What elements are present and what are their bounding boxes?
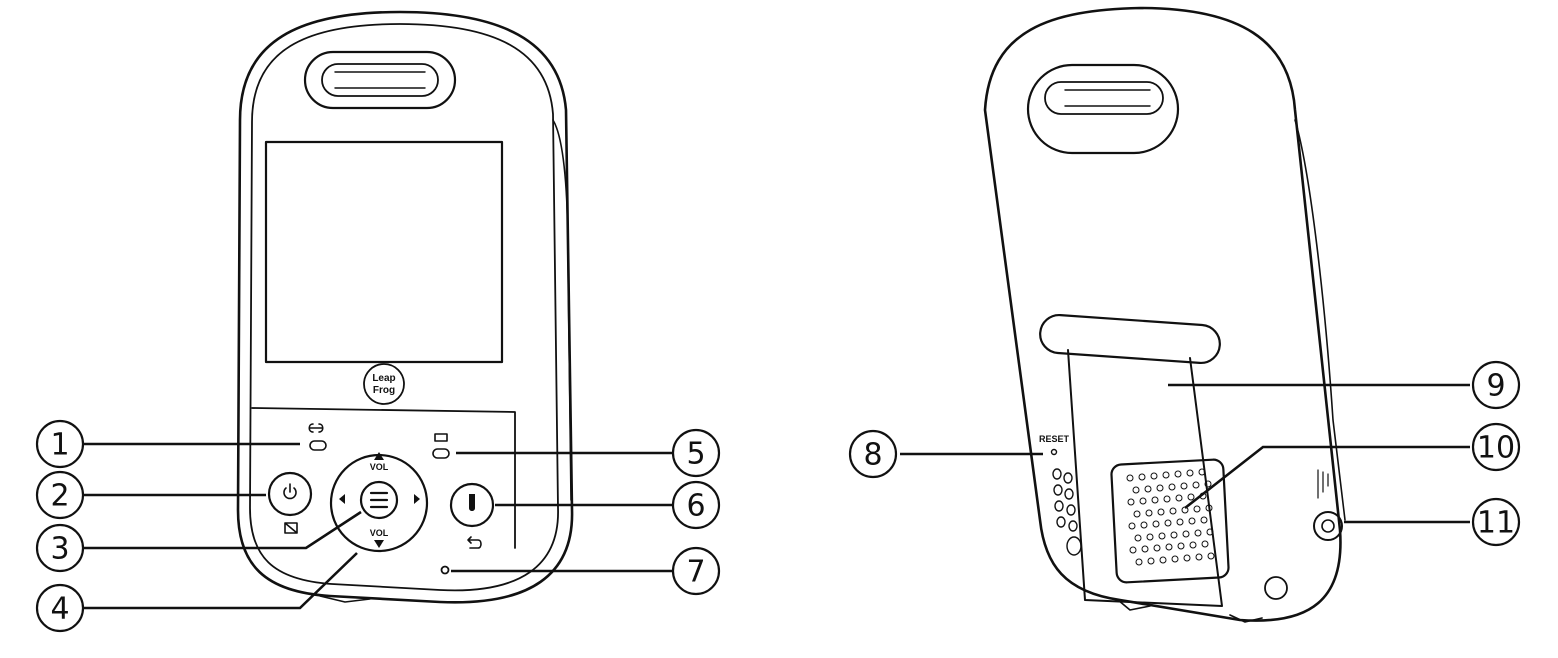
back-shell-edge [1294, 119, 1346, 521]
front-screen [264, 140, 504, 364]
callout-9-number: 9 [1486, 369, 1505, 404]
battery-led [432, 448, 450, 459]
callout-1-number: 1 [50, 428, 69, 463]
reset-button: RESET [1039, 434, 1070, 456]
callout-6: 6 [671, 480, 721, 530]
callouts: 1 2 3 4 5 6 7 8 [35, 360, 1521, 633]
callout-4-number: 4 [50, 592, 69, 627]
logo-text-line2: Frog [373, 385, 395, 396]
vol-down-arrow [374, 540, 384, 548]
callout-1: 1 [35, 419, 85, 469]
callout-5: 5 [671, 428, 721, 478]
vol-down-label: VOL [370, 528, 389, 538]
callout-11: 11 [1471, 497, 1521, 547]
reset-label: RESET [1039, 434, 1070, 444]
front-shell-edge [249, 23, 559, 592]
front-control-panel [251, 407, 516, 549]
microphone [440, 565, 450, 575]
stand-hinge [1039, 313, 1221, 365]
front-handle-slot-outer [303, 50, 457, 110]
back-screw-hole [1264, 576, 1288, 600]
callout-10-number: 10 [1477, 431, 1515, 466]
callout-2: 2 [35, 470, 85, 520]
callout-8: 8 [848, 429, 898, 479]
power-jack-label-marks [1317, 469, 1329, 499]
front-bottom-foot [319, 595, 371, 603]
stand [1039, 313, 1223, 607]
callout-2-number: 2 [50, 479, 69, 514]
menu-button [359, 480, 399, 520]
front-outer-shell [236, 10, 574, 604]
right-arrow [414, 494, 420, 504]
front-handle-slot-inner [321, 63, 439, 97]
reset-hole [1050, 448, 1058, 456]
leader-10 [1184, 445, 1470, 510]
callout-7: 7 [671, 546, 721, 596]
callout-10: 10 [1471, 422, 1521, 472]
back-handle-slot-detail [1064, 89, 1151, 107]
callout-7-number: 7 [686, 555, 705, 590]
battery-indicator-light [432, 433, 450, 459]
back-handle-slot-inner [1044, 81, 1164, 115]
callout-3: 3 [35, 523, 85, 573]
power-jack-outer [1313, 511, 1343, 541]
callout-5-number: 5 [686, 437, 705, 472]
left-arrow [339, 494, 345, 504]
callout-11-number: 11 [1477, 506, 1515, 541]
link-led [309, 440, 327, 451]
battery-icon [434, 433, 448, 442]
vol-up-label: VOL [370, 462, 389, 472]
vol-up-arrow [374, 452, 384, 460]
screen-off-icon [284, 522, 298, 534]
back-view: RESET [983, 6, 1346, 623]
menu-icon [369, 491, 389, 509]
callout-6-number: 6 [686, 489, 705, 524]
callout-8-number: 8 [863, 438, 882, 473]
power-jack [1313, 469, 1343, 541]
leader-3 [84, 510, 362, 550]
power-button-body [267, 471, 313, 517]
menu-button-body [359, 480, 399, 520]
power-jack-inner [1321, 519, 1335, 533]
speaker-frame [1110, 458, 1230, 584]
power-icon [283, 483, 297, 500]
speaker [1110, 458, 1230, 584]
callout-3-number: 3 [50, 532, 69, 567]
front-view: Leap Frog VOL VOL [236, 10, 574, 604]
link-indicator-light [308, 423, 327, 451]
front-side-depth [552, 119, 572, 501]
front-handle-slot-detail [334, 71, 426, 89]
talk-back-button [449, 482, 495, 549]
leader-lines [84, 383, 1470, 610]
speaker-holes [1126, 468, 1215, 566]
callout-9: 9 [1471, 360, 1521, 410]
navigation-volume-keys: VOL VOL [329, 452, 429, 553]
back-bottom-foot [1117, 599, 1263, 623]
link-icon [308, 423, 324, 433]
back-icon [467, 536, 482, 549]
back-outer-shell [983, 6, 1342, 622]
talk-button-body [449, 482, 495, 528]
callout-4: 4 [35, 583, 85, 633]
back-handle-slot-outer [1026, 63, 1180, 155]
power-button [267, 471, 313, 534]
logo-text-line1: Leap [372, 373, 395, 384]
back-side-vents [1052, 468, 1082, 556]
leapfrog-logo [363, 363, 405, 405]
leader-4 [84, 552, 358, 610]
microphone-icon [469, 494, 475, 511]
